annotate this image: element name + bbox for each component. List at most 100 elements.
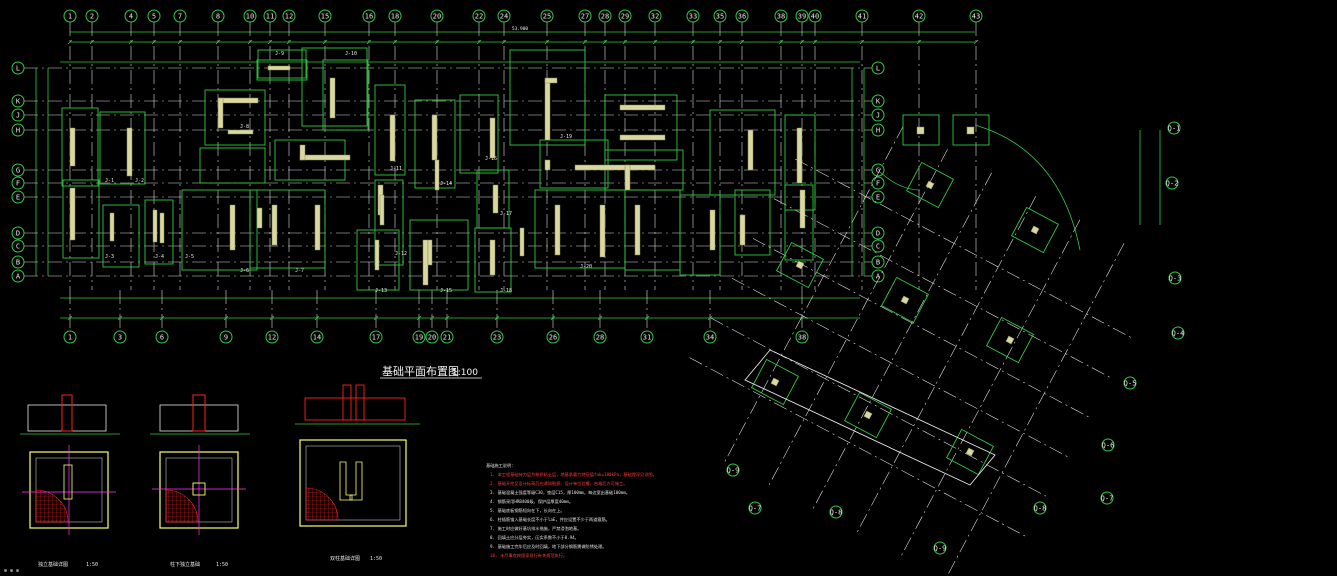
bottom-axis-bubble-3: 3 [113,330,127,344]
right-axis-bubble-B-label: B [876,259,880,267]
bottom-axis-bubble-28-label: 28 [596,334,604,342]
right-axis-bubble-G-label: G [876,167,880,175]
footing-outline-19 [509,49,586,146]
horizontal-grid-lines [24,67,872,277]
left-axis-bubble-F: F [11,176,25,190]
wing-arc-small [879,171,921,191]
detail-1: 独立基础详图 1:50 [20,394,120,568]
wall-segment-10 [329,77,336,119]
top-axis-bubble-27: 27 [578,9,592,23]
left-axis-bubble-J-label: J [16,112,20,120]
wall-segment-8 [227,129,254,135]
top-axis-bubble-35-label: 35 [716,13,724,21]
note-line-5: 5. 基础底板钢筋短向在下，长向在上。 [490,507,565,514]
top-axis-bubble-12-label: 12 [285,13,293,21]
top-axis-bubble-40: 40 [808,9,822,23]
wall-segment-27 [619,104,666,111]
right-axis-bubble-F: F [871,176,885,190]
left-axis-bubble-C: C [11,239,25,253]
bottom-axis-bubble-12: 12 [265,330,279,344]
top-axis-bubble-20: 20 [430,9,444,23]
wing-axis-bubble-Q-7: Q-7 [1100,491,1114,505]
top-axis-bubble-5-label: 5 [152,13,156,21]
footing-label-J-15: J-15 [440,288,452,294]
wing-footing-8 [945,428,995,476]
note-line-6: 6. 柱插筋锚入基础长度不小于laE，并应设置不少于两道箍筋。 [490,516,610,523]
footing-label-J-18: J-18 [500,288,512,294]
wall-segment-11 [299,154,351,161]
wing-arc [974,124,1081,251]
left-axis-bubble-H: H [11,123,25,137]
wall-segment-42 [256,207,263,229]
top-axis-bubble-36: 36 [735,9,749,23]
top-axis-bubble-29-label: 29 [621,13,629,21]
footing-label-J-5: J-5 [185,254,194,260]
wing-strip-footing [744,349,996,486]
right-axis-bubble-A: A [871,269,885,283]
top-axis-bubble-8: 8 [211,9,225,23]
footing-outline-25 [709,109,776,196]
footing-outline-18 [474,227,512,293]
wall-segment-13 [389,114,396,162]
wall-segment-9 [267,65,291,71]
footing-label-J-14: J-14 [440,181,452,187]
footing-outline-29 [539,139,609,189]
top-axis-bubble-1: 1 [63,9,77,23]
wall-segment-2 [126,127,133,177]
wing-axis-bubble-Q-6: Q-6 [1101,438,1115,452]
wing-axis-bubble-lower-Q-9: Q-9 [933,541,947,555]
footing-label-J-11: J-11 [390,166,402,172]
footing-label-J-8: J-8 [240,124,249,130]
footing-label-J-9: J-9 [275,51,284,57]
wall-segment-33 [519,227,525,257]
top-axis-bubble-1-label: 1 [68,13,72,21]
top-axis-bubble-22: 22 [472,9,486,23]
footing-outline-4 [102,204,140,268]
top-axis-bubble-42: 42 [912,9,926,23]
top-axis-bubble-32: 32 [648,9,662,23]
bottom-axis-bubble-20-label: 20 [428,334,436,342]
footing-outline-1 [61,107,99,187]
wall-segment-30 [634,204,641,256]
footing-outline-9 [257,49,307,79]
footing-label-J-20: J-20 [580,264,592,270]
wall-segment-16 [431,114,438,161]
right-axis-bubble-E-label: E [876,194,880,202]
left-axis-bubble-K: K [11,94,25,108]
top-axis-bubble-12: 12 [282,9,296,23]
note-line-1: 1. 本工程基础持力层为粉质粘土层，地基承载力特征值fak=180kPa，基础埋… [490,471,657,478]
bottom-axis-bubble-14: 14 [310,330,324,344]
footing-outline-30 [199,147,266,184]
top-axis-bubble-16: 16 [362,9,376,23]
top-axis-bubble-4: 4 [124,9,138,23]
right-axis-bubble-D: D [871,226,885,240]
left-axis-bubble-J: J [11,108,25,122]
wall-segment-20 [489,117,496,159]
footing-outline-5 [144,199,174,265]
wing-axis-bubble-Q-8-label: Q-8 [1034,505,1047,513]
bottom-axis-bubble-34-label: 34 [706,334,714,342]
wall-segment-6 [217,97,259,104]
bottom-axis-bubble-23-label: 23 [493,334,501,342]
bottom-axis-bubble-17-label: 17 [372,334,380,342]
wing-axis-bubble-Q-5: Q-5 [1123,376,1137,390]
footing-outline-21 [604,94,678,161]
wall-group [69,65,806,286]
footing-outline-11 [374,84,406,176]
wing-axis-bubble-Q-7-label: Q-7 [1101,495,1114,503]
footing-outline-10 [301,47,368,127]
top-axis-bubble-4-label: 4 [129,13,133,21]
detail-3-scale: 1:50 [370,556,382,562]
wall-segment-32 [554,204,561,256]
top-axis-bubble-20-label: 20 [433,13,441,21]
top-axis-bubble-43-label: 43 [972,13,980,21]
footing-label-J-17: J-17 [500,211,512,217]
wall-segment-1 [69,127,76,167]
bottom-axis-bubble-1-label: 1 [68,334,72,342]
top-axis-bubble-39-label: 39 [798,13,806,21]
wall-segment-3 [69,187,76,241]
footing-outline-16 [459,94,499,174]
